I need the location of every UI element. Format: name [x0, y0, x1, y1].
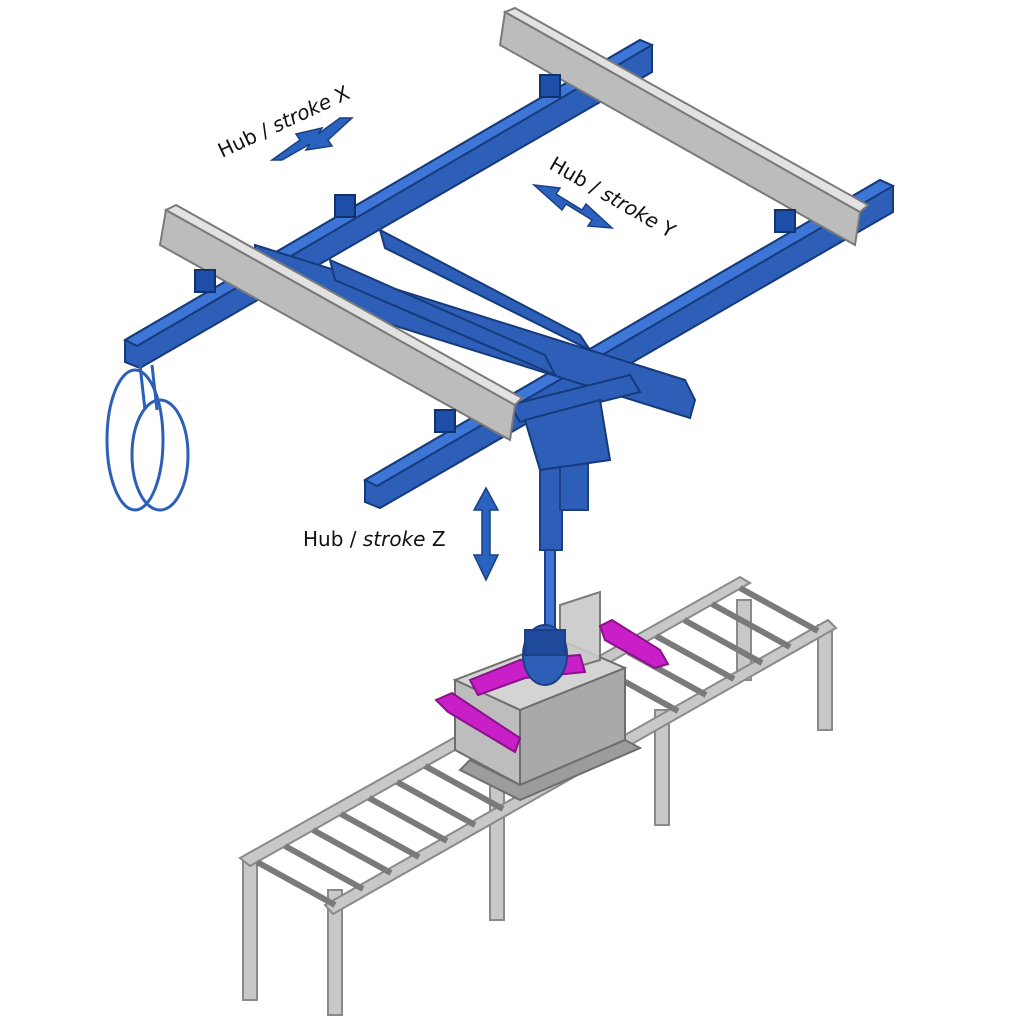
- bridge-beam-2: [328, 258, 558, 378]
- lifting-mast: [522, 439, 589, 686]
- label-stroke-y: Hub / stroke Y: [546, 152, 681, 244]
- rail-clamps: [194, 74, 796, 433]
- label-stroke-x: Hub / stroke X: [214, 80, 354, 162]
- arrow-x: [269, 117, 354, 161]
- arrow-y: [531, 183, 615, 229]
- motion-arrows: [269, 117, 615, 582]
- arrow-z: [472, 486, 500, 582]
- handle-right: [598, 618, 670, 670]
- ceiling-rails: [158, 6, 870, 442]
- handle-left: [434, 691, 522, 754]
- hose-loops: [105, 364, 190, 512]
- trolley-rail: [378, 228, 593, 353]
- trolley: [508, 373, 642, 424]
- label-stroke-z: Hub / stroke Z: [303, 527, 446, 551]
